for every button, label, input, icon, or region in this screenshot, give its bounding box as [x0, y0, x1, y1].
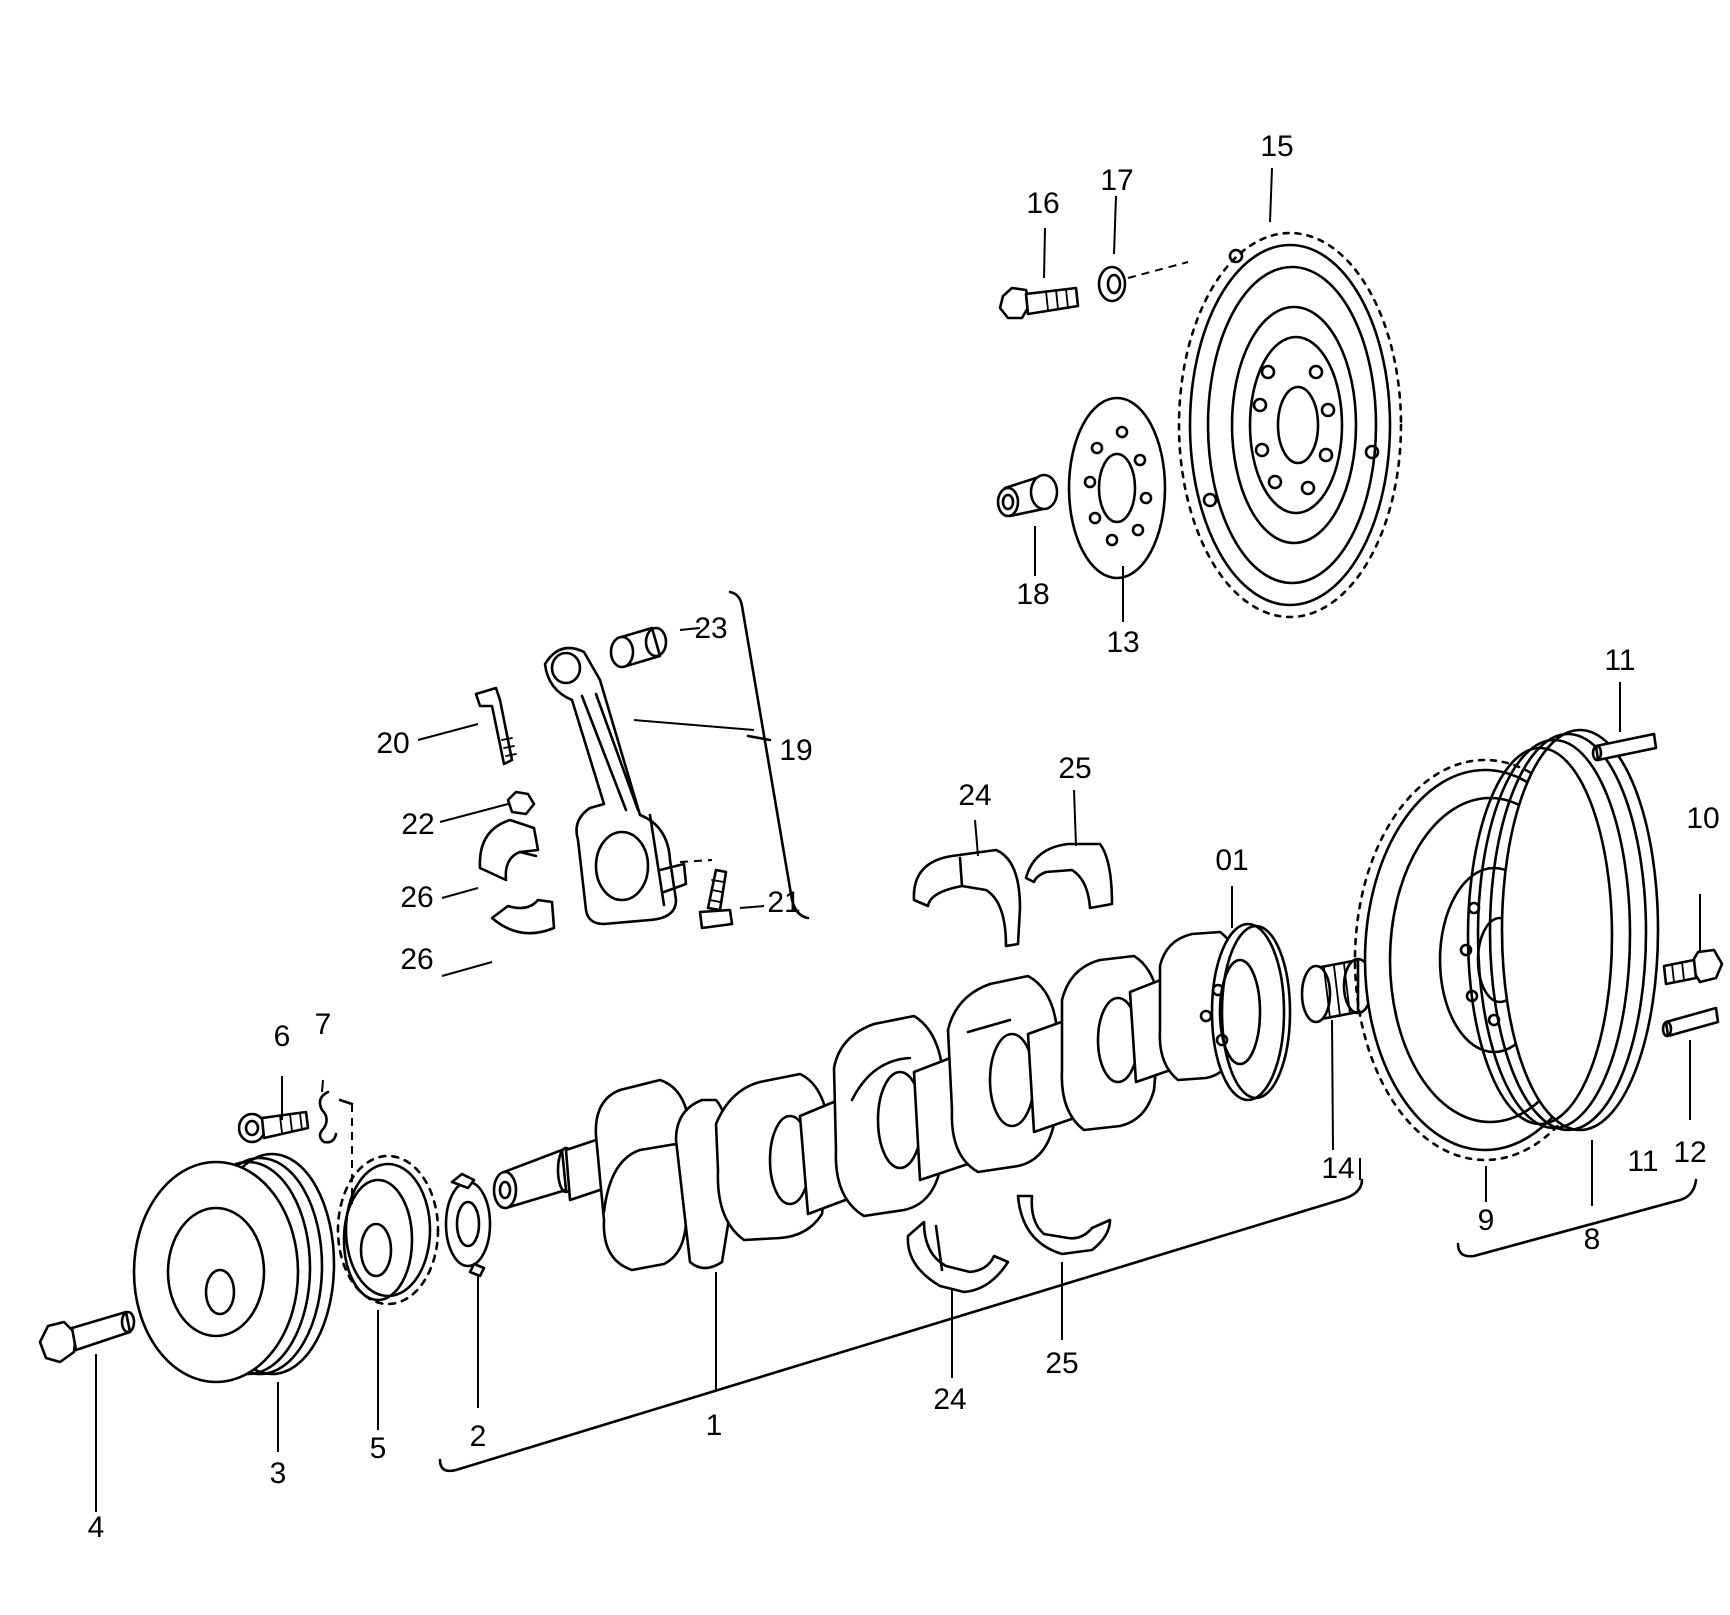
- bolt-4: [38, 1310, 136, 1364]
- callout-12: 12: [1673, 1136, 1706, 1169]
- dowel-11-upper: [1591, 732, 1658, 762]
- callout-25a: 25: [1058, 752, 1091, 785]
- callout-25b: 25: [1045, 1347, 1078, 1380]
- sprocket-5: [336, 1154, 440, 1306]
- callout-21: 21: [767, 886, 800, 919]
- callout-19: 19: [779, 734, 812, 767]
- callout-3: 3: [270, 1457, 287, 1490]
- callout-14: 14: [1321, 1152, 1354, 1185]
- bracket-19: [728, 590, 810, 920]
- callout-8: 8: [1584, 1223, 1601, 1256]
- rod-bolt-axis: [679, 859, 713, 863]
- key-2: [444, 1172, 492, 1278]
- callout-5: 5: [370, 1432, 387, 1465]
- leader-lines: [95, 167, 1701, 1512]
- nut-22: [506, 790, 536, 816]
- callout-6: 6: [274, 1020, 291, 1053]
- main-bearing-25-lower: [1016, 1194, 1112, 1256]
- callout-16: 16: [1026, 187, 1059, 220]
- bracket-flywheel-group: [1456, 1178, 1698, 1258]
- connecting-rod: [543, 646, 688, 926]
- bushing-18: [996, 473, 1059, 518]
- callout-7: 7: [315, 1008, 332, 1041]
- callout-01: 01: [1215, 844, 1248, 877]
- callout-24b: 24: [933, 1383, 966, 1416]
- flywheel-15: [1177, 231, 1403, 619]
- rod-bolt-20: [474, 686, 517, 766]
- bracket-19-tick: [746, 734, 772, 742]
- main-bearing-25-upper: [1024, 842, 1114, 910]
- bracket-crankshaft-group: [438, 1178, 1364, 1473]
- dowel-12: [1661, 1006, 1720, 1038]
- callout-1: 1: [706, 1409, 723, 1442]
- callout-13: 13: [1106, 626, 1139, 659]
- clutch-pressure-plate-8: [1466, 728, 1660, 1132]
- bolt-6: [237, 1110, 310, 1144]
- callout-26a: 26: [400, 881, 433, 914]
- needle-bearing-14: [1300, 957, 1374, 1024]
- spacer-plate-13: [1067, 396, 1167, 580]
- bolt-16: [998, 286, 1080, 320]
- callout-10: 10: [1686, 802, 1719, 835]
- callout-26b: 26: [400, 943, 433, 976]
- callout-9: 9: [1478, 1204, 1495, 1237]
- bolt-axis-line: [1127, 261, 1189, 279]
- callout-2: 2: [470, 1420, 487, 1453]
- clip-7-tick: [338, 1098, 354, 1106]
- callout-24a: 24: [958, 779, 991, 812]
- main-bearing-24-lower: [906, 1220, 1010, 1294]
- callout-20: 20: [376, 727, 409, 760]
- callout-15: 15: [1260, 130, 1293, 163]
- washer-17: [1097, 265, 1127, 303]
- crankshaft-1: [492, 922, 1292, 1272]
- callout-23: 23: [694, 612, 727, 645]
- bearing-shell-26-lower: [490, 898, 556, 935]
- bolt-10: [1662, 948, 1724, 986]
- clip-7: [318, 1090, 338, 1144]
- callout-11a: 11: [1604, 644, 1635, 677]
- callout-22: 22: [401, 808, 434, 841]
- main-bearing-24-upper: [912, 848, 1022, 948]
- callout-18: 18: [1016, 578, 1049, 611]
- callout-4: 4: [88, 1511, 105, 1544]
- callout-17: 17: [1100, 164, 1133, 197]
- bearing-bushing-23: [609, 626, 668, 669]
- pulley-3: [132, 1152, 336, 1384]
- rod-bolt-21: [698, 868, 734, 930]
- callout-11b: 11: [1627, 1145, 1658, 1178]
- bearing-shell-26-upper: [478, 818, 540, 882]
